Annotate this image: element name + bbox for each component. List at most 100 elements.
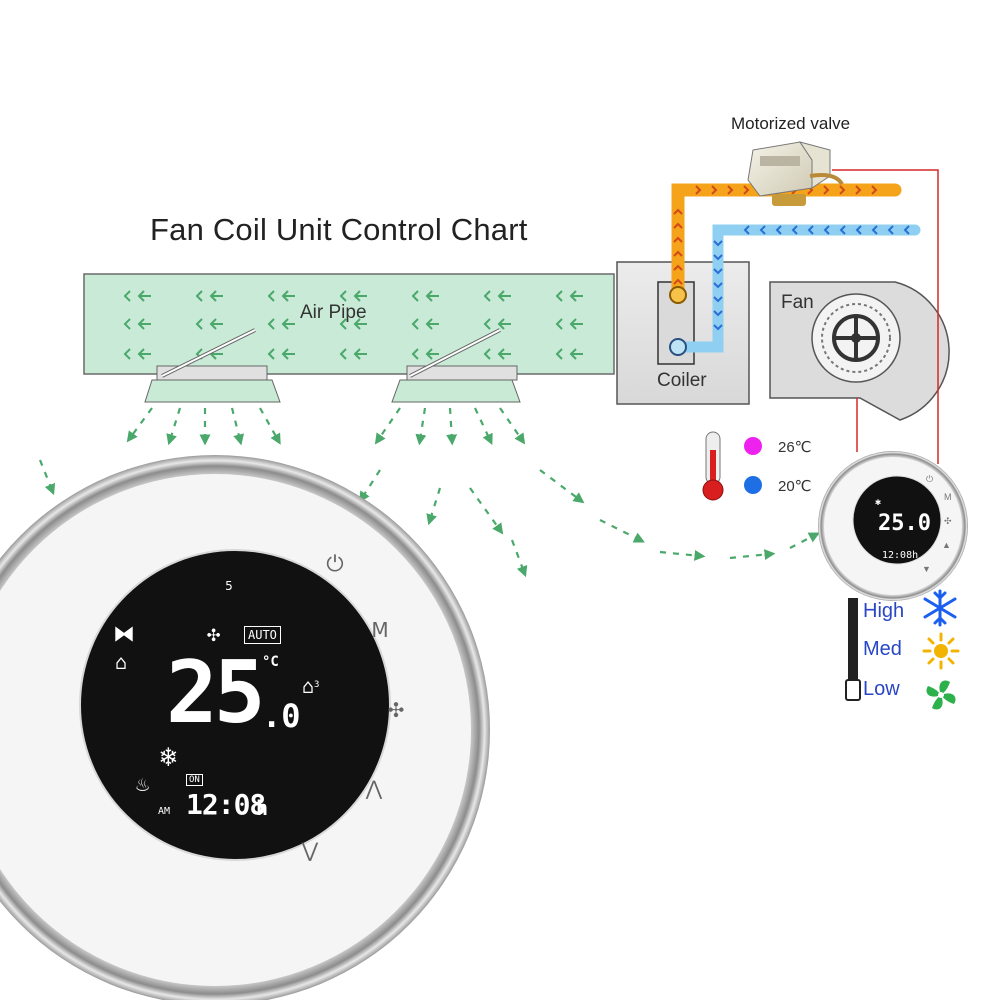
diffuser-right [391, 328, 521, 403]
outflow-arrow [599, 519, 645, 543]
hot-temp-dot [744, 437, 762, 455]
cold-flow-arrow [903, 225, 910, 235]
outflow-arrow [415, 407, 427, 446]
air-pipe [83, 273, 615, 375]
speed-high-label: High [863, 600, 905, 622]
am-label: AM [158, 806, 171, 817]
air-flow-arrow [483, 348, 491, 360]
hot-flow-arrow [673, 250, 683, 257]
svg-text:✱: ✱ [875, 497, 881, 508]
hot-flow-arrow [823, 185, 830, 195]
cold-flow-arrow [713, 240, 723, 247]
speed-low-label: Low [863, 678, 900, 700]
outflow-arrow [659, 549, 706, 561]
clock-suffix: h [256, 796, 269, 820]
svg-text:▲: ▲ [942, 540, 951, 550]
sun-icon [922, 632, 960, 670]
outflow-arrow [510, 539, 528, 578]
air-flow-arrow [411, 290, 419, 302]
coiler-label: Coiler [657, 370, 707, 391]
fan-speed-bar [845, 598, 861, 701]
hot-flow-arrow [673, 264, 683, 271]
air-flow-arrow [267, 290, 275, 302]
hot-pipe [671, 183, 902, 299]
home-icon: ⌂ [115, 650, 128, 674]
home-program-icon: ⌂ [302, 674, 315, 698]
outflow-arrow [729, 549, 776, 561]
outflow-arrow [230, 407, 245, 446]
snowflake-mode-icon: ❄ [160, 740, 177, 773]
air-flow-arrow [483, 290, 491, 302]
svg-text:25.0: 25.0 [878, 511, 931, 536]
air-pipe-label: Air Pipe [300, 302, 367, 323]
cold-flow-arrow [887, 225, 894, 235]
hot-flow-arrow [839, 185, 846, 195]
svg-text:⏻: ⏻ [926, 474, 933, 484]
outflow-arrow [474, 407, 493, 445]
air-flow-arrow [123, 318, 131, 330]
cold-flow-arrow [759, 225, 766, 235]
air-flow-arrow [123, 348, 131, 360]
program-badge: 5 [220, 577, 238, 595]
cold-temp-dot [744, 476, 762, 494]
speed-med-label: Med [863, 638, 902, 660]
air-flow-arrow [411, 348, 419, 360]
cold-flow-arrow [713, 268, 723, 275]
control-wire [832, 169, 939, 464]
thermometer-icon [702, 431, 724, 501]
outflow-arrow [789, 532, 820, 549]
cold-flow-arrow [775, 225, 782, 235]
hot-flow-arrow [871, 185, 878, 195]
air-flow-arrow [411, 318, 419, 330]
cold-flow-arrow [713, 324, 723, 331]
clock-display: 12:08 [186, 788, 266, 821]
motorized-valve-label: Motorized valve [731, 114, 851, 133]
up-button[interactable]: ⋀ [365, 776, 383, 800]
cold-flow-arrow [839, 225, 846, 235]
down-button[interactable]: ⋁ [301, 838, 319, 862]
outflow-arrow [426, 487, 442, 526]
fan-button[interactable]: ✣ [387, 698, 405, 722]
heat-icon: ♨ [136, 772, 150, 797]
motorized-valve-graphic [747, 141, 844, 206]
air-pipe-arrows [123, 290, 583, 360]
cold-flow-arrow [807, 225, 814, 235]
chart-title: Fan Coil Unit Control Chart [150, 212, 528, 247]
hot-flow-arrow [727, 185, 734, 195]
fan-speed-icon: ✣ [207, 622, 221, 647]
air-flow-arrow [339, 318, 347, 330]
air-flow-arrow [483, 318, 491, 330]
air-flow-arrow [195, 318, 203, 330]
cold-flow-arrow [791, 225, 798, 235]
hot-flow-arrow [711, 185, 718, 195]
cold-flow-arrow [713, 296, 723, 303]
hot-flow-arrow [673, 208, 683, 215]
outflow-arrow [499, 407, 526, 445]
cold-flow-arrow [713, 254, 723, 261]
large-thermostat [0, 455, 490, 1000]
mode-button[interactable]: M [371, 618, 389, 642]
program-number: 3 [314, 680, 320, 690]
outflow-arrow [259, 407, 281, 445]
outflow-arrow [469, 487, 504, 535]
small-thermostat: ✱ 25.0 12:08h ⏻ M ✣ ▲ ▼ [818, 451, 968, 601]
cold-flow-arrow [743, 225, 750, 235]
snowflake-icon [923, 589, 957, 627]
fan-label: Fan [781, 292, 814, 313]
svg-text:▼: ▼ [922, 564, 931, 574]
air-flow-arrow [339, 348, 347, 360]
power-button[interactable]: ⏻ [326, 552, 344, 577]
air-flow-arrow [555, 290, 563, 302]
cold-flow-arrow [713, 310, 723, 317]
outflow-arrow [539, 469, 585, 504]
on-badge: ON [186, 774, 203, 786]
air-flow-arrow [339, 290, 347, 302]
hot-temp-label: 26℃ [778, 439, 812, 456]
air-flow-arrow [267, 318, 275, 330]
temperature-unit: °C [262, 654, 279, 670]
hot-flow-arrow [743, 185, 750, 195]
leaf-fan-icon [926, 680, 956, 710]
temperature-display: 25 [166, 643, 266, 743]
cold-flow-arrow [823, 225, 830, 235]
